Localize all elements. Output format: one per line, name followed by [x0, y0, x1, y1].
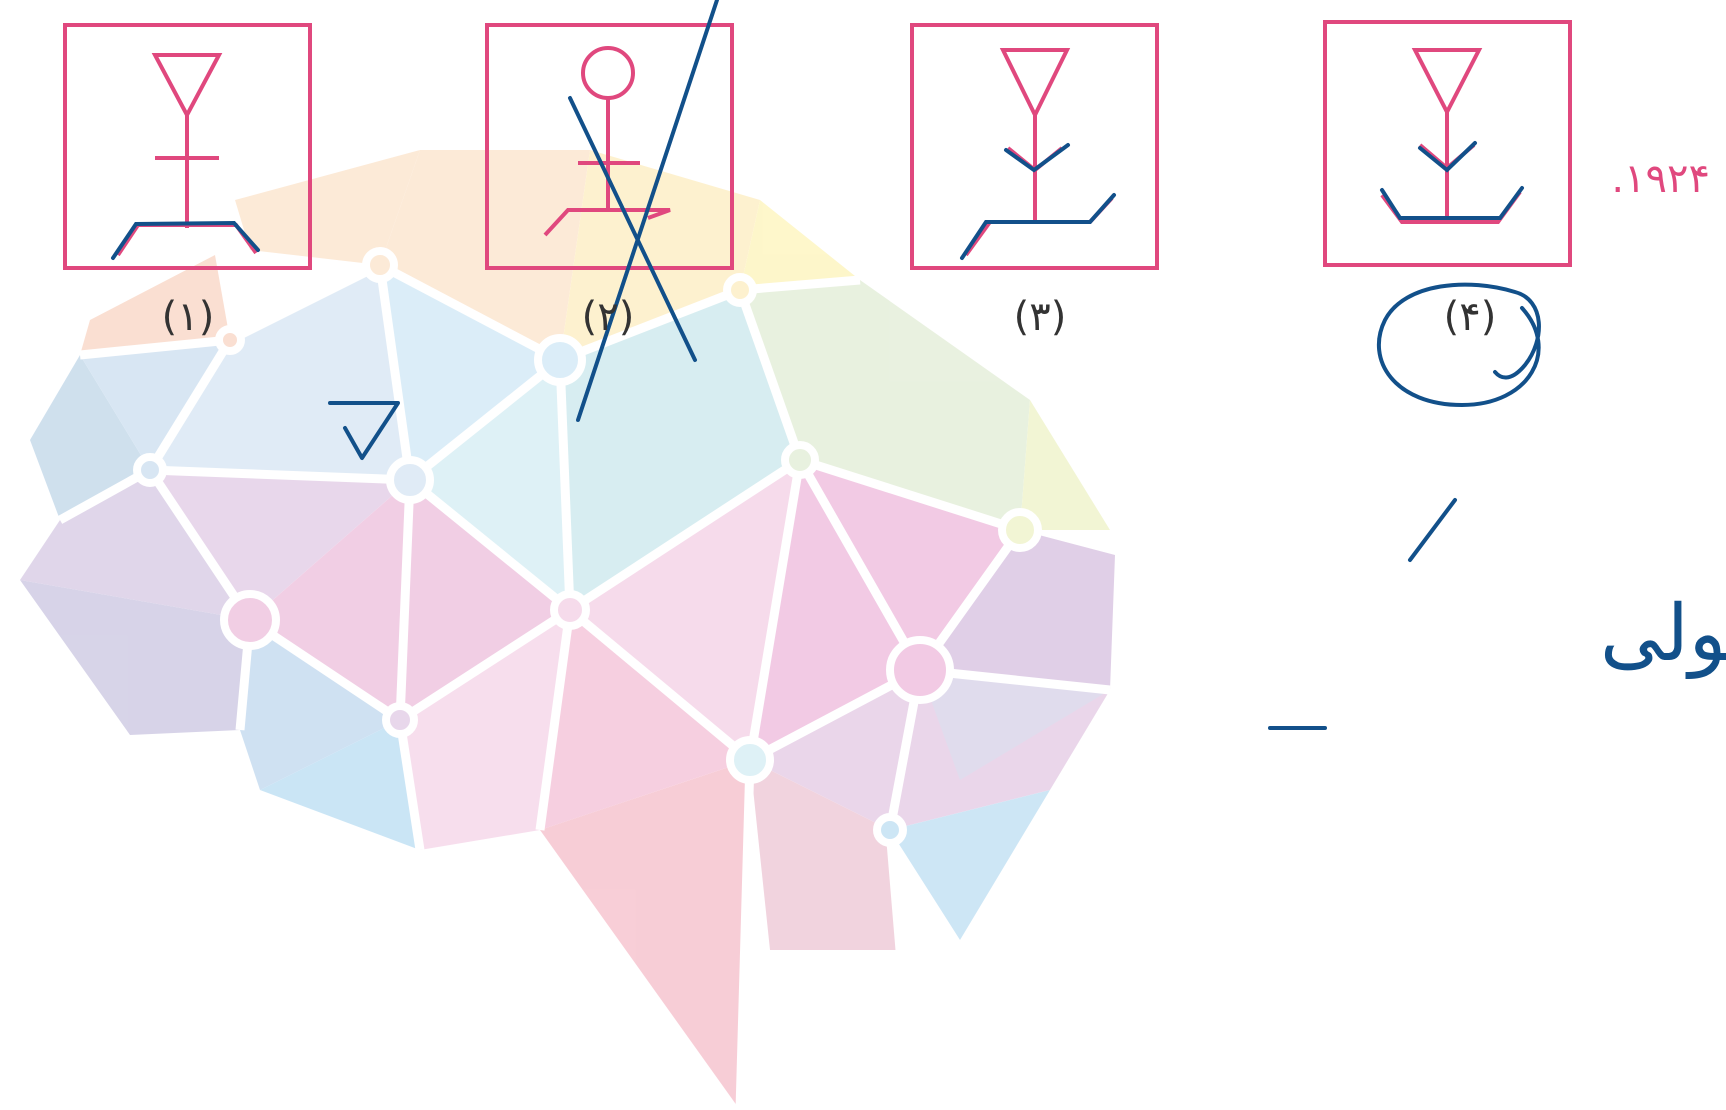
option-2-symbol-icon: [543, 46, 671, 237]
option-4-label: (۴): [1444, 294, 1497, 340]
option-3-pen-trace-icon: [1004, 143, 1070, 173]
option-1-label: (۱): [162, 294, 215, 340]
option-2-box[interactable]: [485, 0, 734, 422]
option-2-strike-icon: [576, 0, 719, 422]
annotation-tail-icon: [1408, 498, 1457, 562]
option-1-box[interactable]: [63, 23, 312, 270]
option-1-pen-trace-icon: [111, 220, 260, 260]
option-4-symbol-icon: [1380, 48, 1522, 224]
question-number: .۱۹۲۴: [1611, 156, 1710, 202]
option-4-pen-trace-icon: [1380, 186, 1524, 220]
option-3-box[interactable]: [910, 23, 1159, 270]
option-2-strike-icon: [568, 96, 697, 362]
option-3-pen-trace-icon: [960, 193, 1116, 260]
answer-circle-icon: [1376, 282, 1541, 408]
option-3-label: (۳): [1014, 294, 1067, 340]
option-4-pen-trace-icon: [1418, 141, 1477, 173]
option-3-symbol-icon: [964, 48, 1114, 257]
option-4-box[interactable]: [1323, 20, 1572, 267]
triangle-mark-icon: [328, 401, 400, 460]
handwritten-annotation: سودوکولی: [1600, 589, 1726, 680]
option-2-label: (۲): [582, 294, 635, 340]
